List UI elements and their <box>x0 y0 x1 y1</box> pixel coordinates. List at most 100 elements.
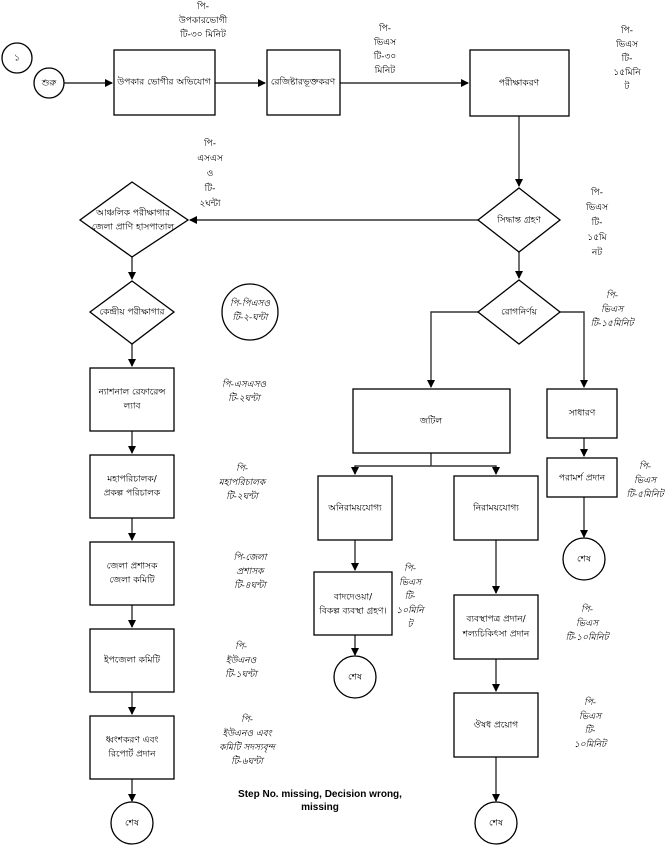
node-examination-label: পরীক্ষাকরণ <box>499 77 540 89</box>
node-national-lab-label-2: ল্যাব <box>123 402 142 412</box>
node-complex-label: জটিল <box>419 415 443 427</box>
annotation-line: মহাপরিচালক <box>219 476 267 488</box>
node-start[interactable]: শুরু <box>33 67 65 99</box>
node-district-admin-label-2: জেলা কমিটি <box>109 574 155 586</box>
node-end-mid-label: শেষ <box>348 673 363 683</box>
annotation-line: টি-১৫মিনিট <box>591 317 636 329</box>
node-complex[interactable]: জটিল <box>352 388 511 454</box>
annotation-district-admin: পি-জেলাপ্রশাসকটি-৪ঘন্টা <box>234 551 269 591</box>
annotation-line: টি- <box>204 182 216 194</box>
annotation-line: ১৫মি <box>587 232 607 243</box>
annotation-line: নট <box>591 246 603 258</box>
node-registration[interactable]: রেজিষ্টারভূক্তকরণ <box>266 49 341 116</box>
annotation-advice: পি-ভিএসটি-৫মিনিট <box>627 460 666 500</box>
page-number-label: ১ <box>14 54 20 64</box>
annotation-line: টি- <box>621 52 633 64</box>
annotation-line: পি- <box>236 462 248 474</box>
node-advice[interactable]: পরামর্শ প্রদান <box>546 457 618 498</box>
annotation-complaint: পি- উপকারভোগী টি-৩০ মিনিট <box>178 1 228 40</box>
node-regional-lab-label-1: আঞ্চলিক পরীক্ষাগার <box>95 207 171 219</box>
annotation-line: টি- <box>405 590 416 602</box>
annotation-line: টি- <box>591 216 603 228</box>
node-central-lab[interactable]: কেন্দ্রীয় পরীক্ষাগার <box>88 280 176 345</box>
annotation-line: ভিএস <box>576 617 600 629</box>
annotation-line: টি-১০মিনিট <box>566 631 611 643</box>
node-decision-label: সিদ্ধান্ত গ্রহণ <box>496 215 541 226</box>
annotation-line: টি-৩০ মিনিট <box>179 28 227 40</box>
annotation-line: টি-২-ঘন্টা <box>232 311 269 323</box>
node-cull-alt-label-1: বাদদেওয়া/ <box>333 593 373 603</box>
annotation-line: টি-৬ঘন্টা <box>231 755 265 767</box>
node-prescription[interactable]: ব্যবস্থাপত্র প্রদান/ শল্যচিকিৎসা প্রদান <box>453 594 539 660</box>
annotation-line: পি- <box>203 138 216 149</box>
annotation-registration: পি-ভিএসটি-৩০মিনিট <box>373 23 397 76</box>
node-simple-label: সাধারণ <box>568 409 596 419</box>
edge-complex-incurable <box>351 465 431 475</box>
node-complaint[interactable]: উপকার ভোগীর অভিযোগ <box>113 49 216 116</box>
annotation-line: টি-১ঘন্টা <box>225 668 259 680</box>
annotation-director-general: পি- মহাপরিচালক টি-২ঘন্টা <box>219 462 267 502</box>
node-incurable-label: অনিরাময়যোগ্য <box>327 503 382 514</box>
node-regional-lab[interactable]: আঞ্চলিক পরীক্ষাগার জেলা প্রাণি হাসপাতাল <box>78 181 190 258</box>
annotation-line: টি-৫মিনিট <box>627 488 666 500</box>
node-end-right[interactable]: শেষ <box>562 537 606 581</box>
annotation-line: উপকারভোগী <box>178 14 228 26</box>
node-end-mid[interactable]: শেষ <box>333 655 377 699</box>
node-diagnosis-label: রোগনির্ণয় <box>501 307 537 318</box>
node-diagnosis[interactable]: রোগনির্ণয় <box>476 279 562 345</box>
node-decision[interactable]: সিদ্ধান্ত গ্রহণ <box>476 187 562 253</box>
node-medicine[interactable]: ঔষধ প্রয়োগ <box>453 692 539 758</box>
annotation-line: ইউএনও <box>226 654 257 666</box>
annotation-line: টি-২ঘন্টা <box>226 490 260 502</box>
annotation-destroy-report: পি-ইউএনও এবংকমিটি সদস্যবৃন্দটি-৬ঘন্টা <box>219 713 276 767</box>
node-medicine-label: ঔষধ প্রয়োগ <box>474 720 519 731</box>
node-cull-alt-label-2: বিকল্প ব্যবস্থা গ্রহণ। <box>318 606 386 617</box>
footer-note-line-1: Step No. missing, Decision wrong, <box>238 789 402 800</box>
node-national-lab[interactable]: ন্যাশনাল রেফারেন্স ল্যাব <box>89 367 175 432</box>
node-district-admin[interactable]: জেলা প্রশাসক জেলা কমিটি <box>89 541 175 606</box>
annotation-prescription: পি-ভিএসটি-১০মিনিট <box>566 603 611 643</box>
node-end-right-label: শেষ <box>577 555 592 565</box>
annotation-line: ইউএনও এবং <box>222 727 272 739</box>
annotation-line: পি- <box>241 713 253 725</box>
annotation-line: পি- <box>584 696 596 708</box>
annotation-line: পি- <box>235 640 247 652</box>
page-number-circle: ১ <box>1 42 33 74</box>
node-director-general-label-1: মহাপরিচালক/ <box>106 474 157 485</box>
node-end-bottom-right[interactable]: শেষ <box>474 801 518 845</box>
annotation-line: টি- <box>585 724 596 736</box>
annotation-line: প্রশাসক <box>237 567 266 577</box>
node-cull-alt[interactable]: বাদদেওয়া/ বিকল্প ব্যবস্থা গ্রহণ। <box>313 571 393 636</box>
annotation-examination: পি-ভিএসটি-১৫মিনিট <box>613 25 641 92</box>
node-upazila-committee-label: ইপজেলা কমিটি <box>103 654 161 666</box>
annotation-line: ভিএস <box>399 576 423 588</box>
annotation-line: পি- <box>196 1 209 12</box>
footer-note: Step No. missing, Decision wrong, missin… <box>238 789 402 813</box>
node-central-lab-label: কেন্দ্রীয় পরীক্ষাগার <box>100 306 166 318</box>
node-curable-label: নিরাময়যোগ্য <box>472 503 519 514</box>
node-prescription-label-2: শল্যচিকিৎসা প্রদান <box>462 629 530 640</box>
node-advice-label: পরামর্শ প্রদান <box>559 473 606 484</box>
annotation-line: পি-জেলা <box>234 551 269 563</box>
annotation-diagnosis: পি-ভিএসটি-১৫মিনিট <box>591 289 636 329</box>
annotation-line: ভিএস <box>585 202 609 213</box>
node-examination[interactable]: পরীক্ষাকরণ <box>469 49 570 117</box>
edges <box>64 79 588 802</box>
node-simple[interactable]: সাধারণ <box>546 388 618 439</box>
node-end-left[interactable]: শেষ <box>110 801 154 845</box>
edge-complex-curable <box>431 465 500 475</box>
annotation-line: ভিএস <box>615 39 639 50</box>
node-incurable[interactable]: অনিরাময়যোগ্য <box>317 475 393 541</box>
node-director-general[interactable]: মহাপরিচালক/ প্রকল্প পরিচালক <box>89 454 175 519</box>
node-director-general-label-2: প্রকল্প পরিচালক <box>104 488 161 499</box>
annotation-decision: পি-ভিএসটি-১৫মিনট <box>585 187 609 258</box>
annotation-cull-alt: পি-ভিএসটি-১০মিনিট <box>396 562 425 630</box>
node-prescription-label-1: ব্যবস্থাপত্র প্রদান/ <box>465 615 526 625</box>
annotation-line: টি-২ঘন্টা <box>228 392 262 404</box>
node-destroy-report[interactable]: ধ্বংশকরণ এবং রিপোর্ট প্রদান <box>89 715 175 780</box>
node-curable[interactable]: নিরাময়যোগ্য <box>453 475 539 541</box>
node-complaint-label: উপকার ভোগীর অভিযোগ <box>116 76 212 88</box>
node-national-lab-label-1: ন্যাশনাল রেফারেন্স <box>98 388 167 398</box>
node-upazila-committee[interactable]: ইপজেলা কমিটি <box>89 628 175 693</box>
